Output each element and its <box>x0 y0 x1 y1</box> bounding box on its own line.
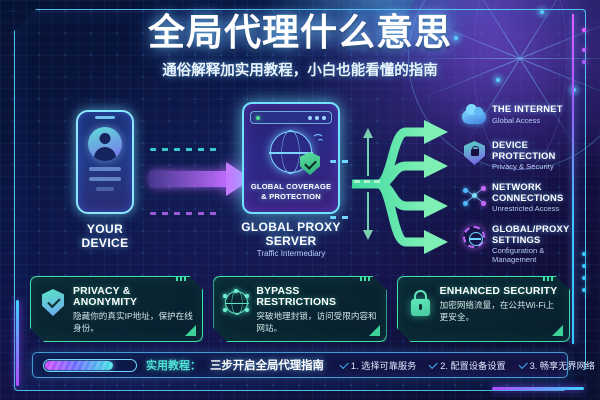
device-node: YOUR DEVICE <box>62 110 148 250</box>
progress-bar-fill <box>45 360 114 370</box>
header: 全局代理什么意思 通俗解释加实用教程，小白也能看懂的指南 <box>0 12 600 80</box>
outcome-subtitle: Global Access <box>492 115 541 125</box>
phone-notch <box>95 116 115 119</box>
outcomes-list: THE INTERNET Global Access DEVICE PROTEC… <box>462 103 588 275</box>
phone-line <box>96 187 114 191</box>
server-globe-shield-icon: GLOBAL COVERAGE & PROTECTION <box>242 102 340 214</box>
check-icon <box>519 361 527 369</box>
step-label: 2. 配置设备设置 <box>440 361 506 371</box>
accent-dot <box>582 60 586 64</box>
card-corner-accent <box>552 325 563 336</box>
check-icon <box>340 361 348 369</box>
data-dash-line <box>150 212 220 215</box>
card-description: 突破地理封锁，访问受限内容和网站。 <box>256 311 377 334</box>
footer-steps: 1. 选择可靠服务 2. 配置设备设置 3. 畅享无界网络 <box>340 358 595 372</box>
card-notch <box>360 276 370 281</box>
server-title: GLOBAL PROXY SERVER <box>241 220 341 248</box>
shield-check-icon <box>40 289 66 317</box>
page-subtitle: 通俗解释加实用教程，小白也能看懂的指南 <box>162 62 438 79</box>
card-bypass-restrictions[interactable]: BYPASS RESTRICTIONS 突破地理封锁，访问受限内容和网站。 <box>213 276 386 342</box>
server-subtitle: Traffic Intermediary <box>256 249 326 258</box>
phone-line <box>89 167 121 171</box>
card-corner-accent <box>185 325 196 336</box>
outcome-subtitle: Configuration & Management <box>492 246 545 265</box>
flow-diagram: YOUR DEVICE GLOBAL COVERAGE & PROTECTI <box>0 100 600 268</box>
outcome-title: DEVICE PROTECTION <box>492 139 556 161</box>
phone-line <box>89 177 121 181</box>
outcome-item-device-protection[interactable]: DEVICE PROTECTION Privacy & Security <box>462 139 588 172</box>
footer-main-label: 三步开启全局代理指南 <box>210 360 324 372</box>
benefit-cards: PRIVACY & ANONYMITY 隐藏你的真实IP地址，保护在线身份。 B… <box>30 276 570 342</box>
footer-step-2[interactable]: 2. 配置设备设置 <box>429 358 505 372</box>
accent-dot <box>582 28 586 32</box>
card-description: 加密网络流量，在公共Wi-Fi上更安全。 <box>439 300 555 323</box>
card-title: BYPASS RESTRICTIONS <box>256 286 337 308</box>
card-title: PRIVACY & ANONYMITY <box>73 286 138 308</box>
network-nodes-icon <box>462 183 486 207</box>
footer-step-3[interactable]: 3. 畅享无界网络 <box>519 358 595 372</box>
globe-network-icon <box>223 289 249 317</box>
outcome-subtitle: Privacy & Security <box>492 162 554 172</box>
server-titlebar <box>250 111 332 124</box>
outcome-title: THE INTERNET <box>492 103 563 114</box>
progress-bar <box>43 358 137 372</box>
frame-accent-left <box>16 300 19 386</box>
avatar <box>88 127 122 161</box>
footer-lead-label: 实用教程： <box>146 360 201 372</box>
outcome-item-network-connections[interactable]: NETWORK CONNECTIONS Unrestricted Access <box>462 181 588 214</box>
footer-step-1[interactable]: 1. 选择可靠服务 <box>340 358 416 372</box>
accent-dot <box>582 276 586 280</box>
check-icon <box>429 361 437 369</box>
card-notch <box>543 276 553 281</box>
cloud-icon <box>462 104 486 129</box>
card-description: 隐藏你的真实IP地址，保护在线身份。 <box>73 311 193 334</box>
outcome-title: GLOBAL/PROXY SETTINGS <box>492 223 570 245</box>
step-label: 3. 畅享无界网络 <box>529 361 595 371</box>
shield-check-icon <box>300 152 320 175</box>
server-node: GLOBAL COVERAGE & PROTECTION GLOBAL PROX… <box>232 102 350 258</box>
page-title: 全局代理什么意思 <box>148 12 452 53</box>
shield-lock-icon <box>462 141 486 165</box>
branching-arrows-icon <box>352 106 458 264</box>
outcome-subtitle: Unrestricted Access <box>492 204 560 214</box>
card-notch <box>176 276 186 281</box>
frame-accent-bottom-right <box>492 387 584 390</box>
accent-dot <box>582 48 586 52</box>
footer-bar: 实用教程： 三步开启全局代理指南 1. 选择可靠服务 2. 配置设备设置 3. … <box>32 352 595 378</box>
outcome-title: NETWORK CONNECTIONS <box>492 181 564 203</box>
device-label: YOUR DEVICE <box>81 222 129 250</box>
lock-icon <box>407 289 433 317</box>
step-label: 1. 选择可靠服务 <box>350 361 417 371</box>
globe-icon <box>269 131 313 173</box>
data-dash-line <box>330 216 354 219</box>
card-corner-accent <box>369 325 380 336</box>
card-title: ENHANCED SECURITY <box>439 286 558 297</box>
outcome-item-internet[interactable]: THE INTERNET Global Access <box>462 103 588 129</box>
accent-dot <box>582 252 586 256</box>
wifi-icon <box>308 132 324 146</box>
phone-user-icon <box>76 110 134 214</box>
server-badge: GLOBAL COVERAGE & PROTECTION <box>250 181 332 201</box>
outcome-item-global-proxy-settings[interactable]: GLOBAL/PROXY SETTINGS Configuration & Ma… <box>462 223 588 265</box>
data-dash-line <box>330 160 354 163</box>
card-enhanced-security[interactable]: ENHANCED SECURITY 加密网络流量，在公共Wi-Fi上更安全。 <box>397 276 570 342</box>
accent-dot <box>582 288 586 292</box>
right-divider-line <box>572 14 574 344</box>
data-dash-line <box>150 148 220 151</box>
gear-globe-icon <box>462 225 486 249</box>
accent-dot <box>582 264 586 268</box>
card-privacy-anonymity[interactable]: PRIVACY & ANONYMITY 隐藏你的真实IP地址，保护在线身份。 <box>30 276 203 342</box>
